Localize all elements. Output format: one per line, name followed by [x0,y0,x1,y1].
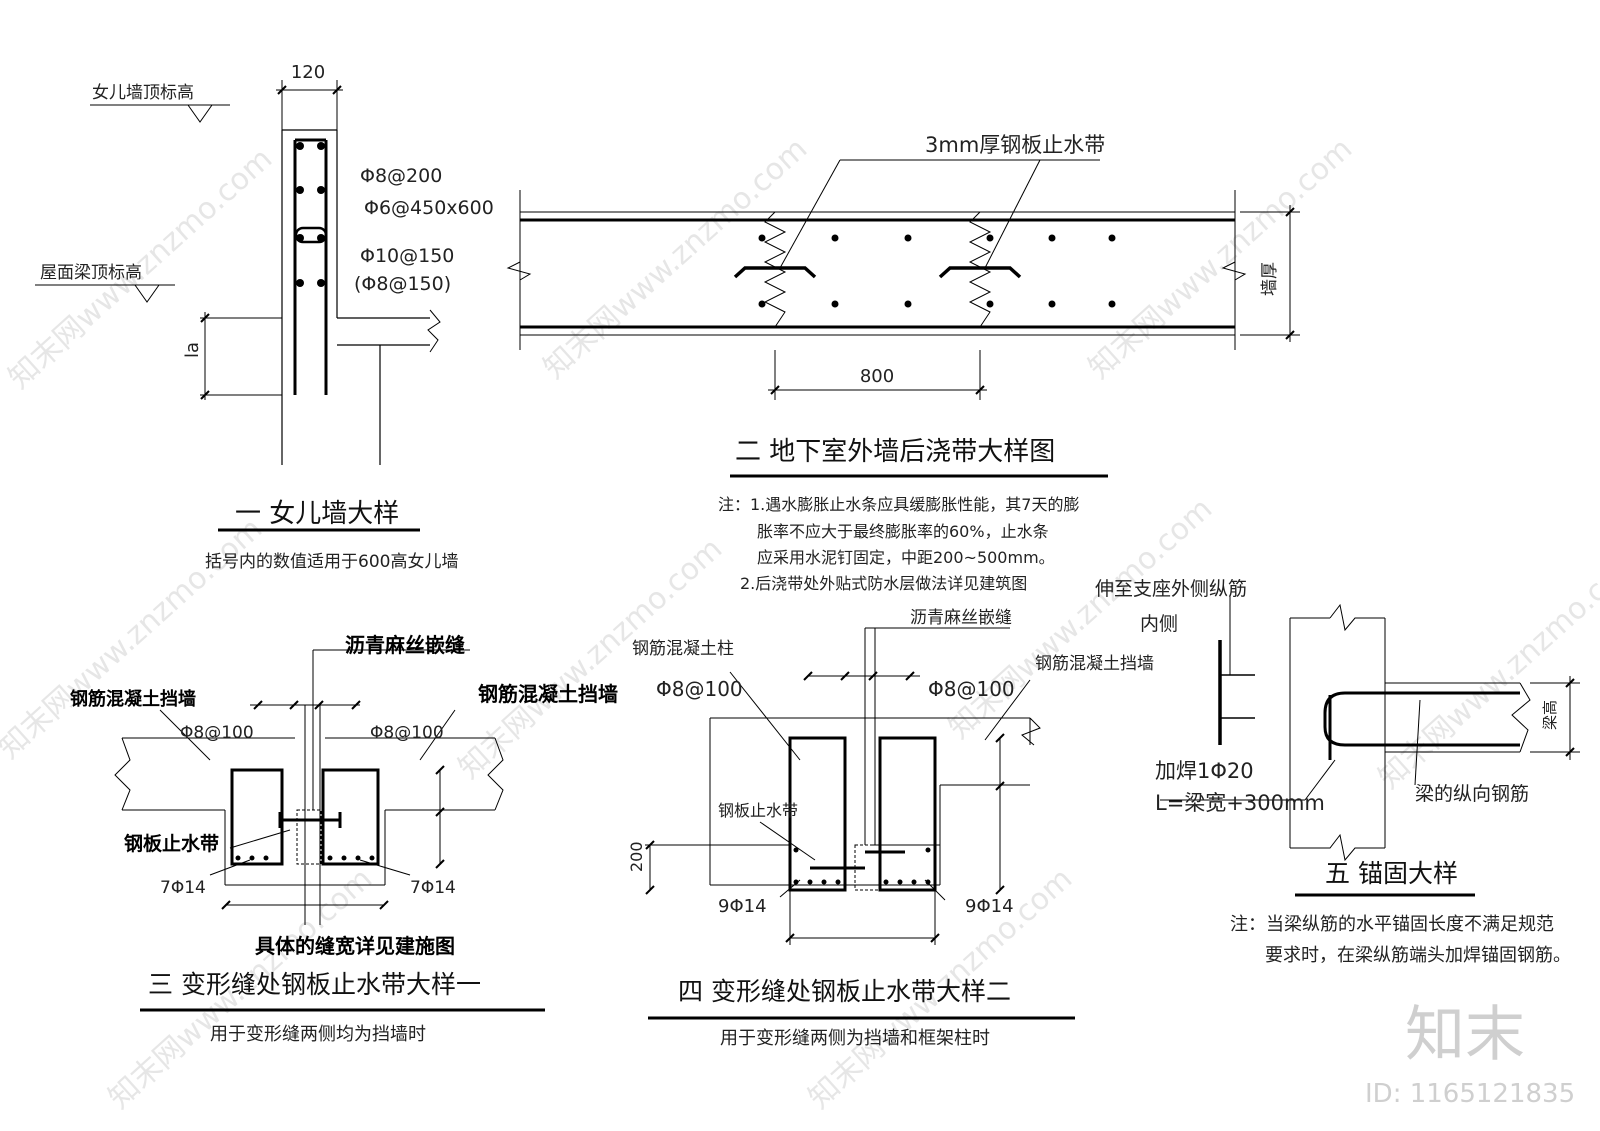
label-parapet-top: 女儿墙顶标高 [92,83,194,103]
label-wall-left-3: 钢筋混凝土挡墙 [70,688,196,710]
label-stirrup-right-4: Φ8@100 [928,677,1015,701]
detail-2-title: 二 地下室外墙后浇带大样图 [735,437,1055,467]
label-wall-right-4: 钢筋混凝土挡墙 [1035,654,1154,674]
label-gap-note: 具体的缝宽详见建施图 [255,934,455,958]
detail-5-anchorage [1160,595,1580,897]
watermark-text: 知末网www.znzmo.com [1372,541,1600,796]
label-bars-left-4: 9Φ14 [718,896,767,917]
label-asphalt-4: 沥青麻丝嵌缝 [910,608,1012,628]
label-beam-height: 梁高 [1541,700,1559,730]
detail-2-text: 3mm厚钢板止水带 800 墙厚 二 地下室外墙后浇带大样图 注：1.遇水膨胀止… [718,133,1280,593]
label-rebar-2: Φ6@450x600 [364,197,494,219]
label-rebar-1: Φ8@200 [360,165,442,187]
detail-2-note-1: 注：1.遇水膨胀止水条应具缓膨胀性能，其7天的膨 [718,495,1079,514]
label-stirrup-right-3: Φ8@100 [370,723,444,743]
watermark-text: 知末网www.znzmo.com [1082,131,1359,386]
detail-5-note-1: 注：当梁纵筋的水平锚固长度不满足规范 [1230,914,1554,935]
label-stirrup-left-4: Φ8@100 [656,677,743,701]
label-steel-plate: 3mm厚钢板止水带 [925,133,1105,157]
label-wall-right-3: 钢筋混凝土挡墙 [478,682,618,706]
detail-5-title: 五 锚固大样 [1325,859,1458,888]
label-column-4: 钢筋混凝土柱 [632,639,734,659]
detail-2-rebar-dots [758,234,1116,308]
detail-4-text: 沥青麻丝嵌缝 钢筋混凝土柱 钢筋混凝土挡墙 Φ8@100 Φ8@100 钢板止水… [627,608,1154,1049]
dim-la: la [182,342,203,358]
label-asphalt-3: 沥青麻丝嵌缝 [345,633,465,657]
brand-mark: 知末 ID: 1165121835 [1365,1000,1575,1109]
label-beam-rebar: 梁的纵向钢筋 [1415,783,1529,805]
detail-5-text: 伸至支座外侧纵筋 内侧 加焊1Φ20 L=梁宽+300mm 梁的纵向钢筋 梁高 … [1095,578,1571,966]
detail-2-note-4: 2.后浇带处外贴式防水层做法详见建筑图 [740,574,1027,593]
detail-4-note: 用于变形缝两侧为挡墙和框架柱时 [720,1028,990,1049]
dim-800: 800 [860,366,894,387]
label-rebar-4: (Φ8@150) [354,273,451,295]
dim-200: 200 [627,841,646,872]
label-wall-thickness: 墙厚 [1260,262,1280,296]
detail-1-note: 括号内的数值适用于600高女儿墙 [205,552,458,572]
label-length: L=梁宽+300mm [1155,791,1325,815]
dim-120: 120 [291,62,325,83]
detail-1-title: 一 女儿墙大样 [235,499,399,529]
detail-3-joint-wall-wall [114,649,545,1012]
detail-3-note: 用于变形缝两侧均为挡墙时 [210,1024,426,1045]
detail-2-post-pour-strip [506,159,1300,478]
detail-2-note-3: 应采用水泥钉固定，中距200~500mm。 [757,548,1055,567]
detail-3-text: 沥青麻丝嵌缝 钢筋混凝土挡墙 钢筋混凝土挡墙 Φ8@100 Φ8@100 钢板止… [70,633,618,1045]
detail-5-note-2: 要求时，在梁纵筋端头加焊锚固钢筋。 [1265,945,1571,966]
label-waterstop-4: 钢板止水带 [718,801,798,820]
label-inner: 内侧 [1140,613,1178,635]
label-extend: 伸至支座外侧纵筋 [1095,578,1247,600]
label-roof-beam-top: 屋面梁顶标高 [40,263,142,283]
label-bars-right-4: 9Φ14 [965,896,1014,917]
brand-logo: 知末 [1405,1000,1525,1070]
image-id: ID: 1165121835 [1365,1079,1575,1109]
detail-2-note-2: 胀率不应大于最终膨胀率的60%，止水条 [757,522,1049,541]
label-weld: 加焊1Φ20 [1155,759,1254,783]
detail-3-rebar-dots [235,855,375,861]
detail-4-joint-wall-column [645,627,1075,1020]
watermark-layer: 知末网www.znzmo.com 知末网www.znzmo.com 知末网www… [0,131,1600,1116]
label-rebar-3: Φ10@150 [360,245,454,267]
label-bars-left-3: 7Φ14 [160,878,206,898]
detail-3-title: 三 变形缝处钢板止水带大样一 [148,970,481,999]
label-stirrup-left-3: Φ8@100 [180,723,254,743]
detail-1-text: 120 女儿墙顶标高 屋面梁顶标高 la Φ8@200 Φ6@450x600 Φ… [40,62,494,572]
label-bars-right-3: 7Φ14 [410,878,456,898]
detail-4-title: 四 变形缝处钢板止水带大样二 [678,977,1011,1006]
label-waterstop-3: 钢板止水带 [124,832,219,855]
detail-1-parapet [35,80,441,532]
detail-4-rebar-dots [793,847,931,885]
